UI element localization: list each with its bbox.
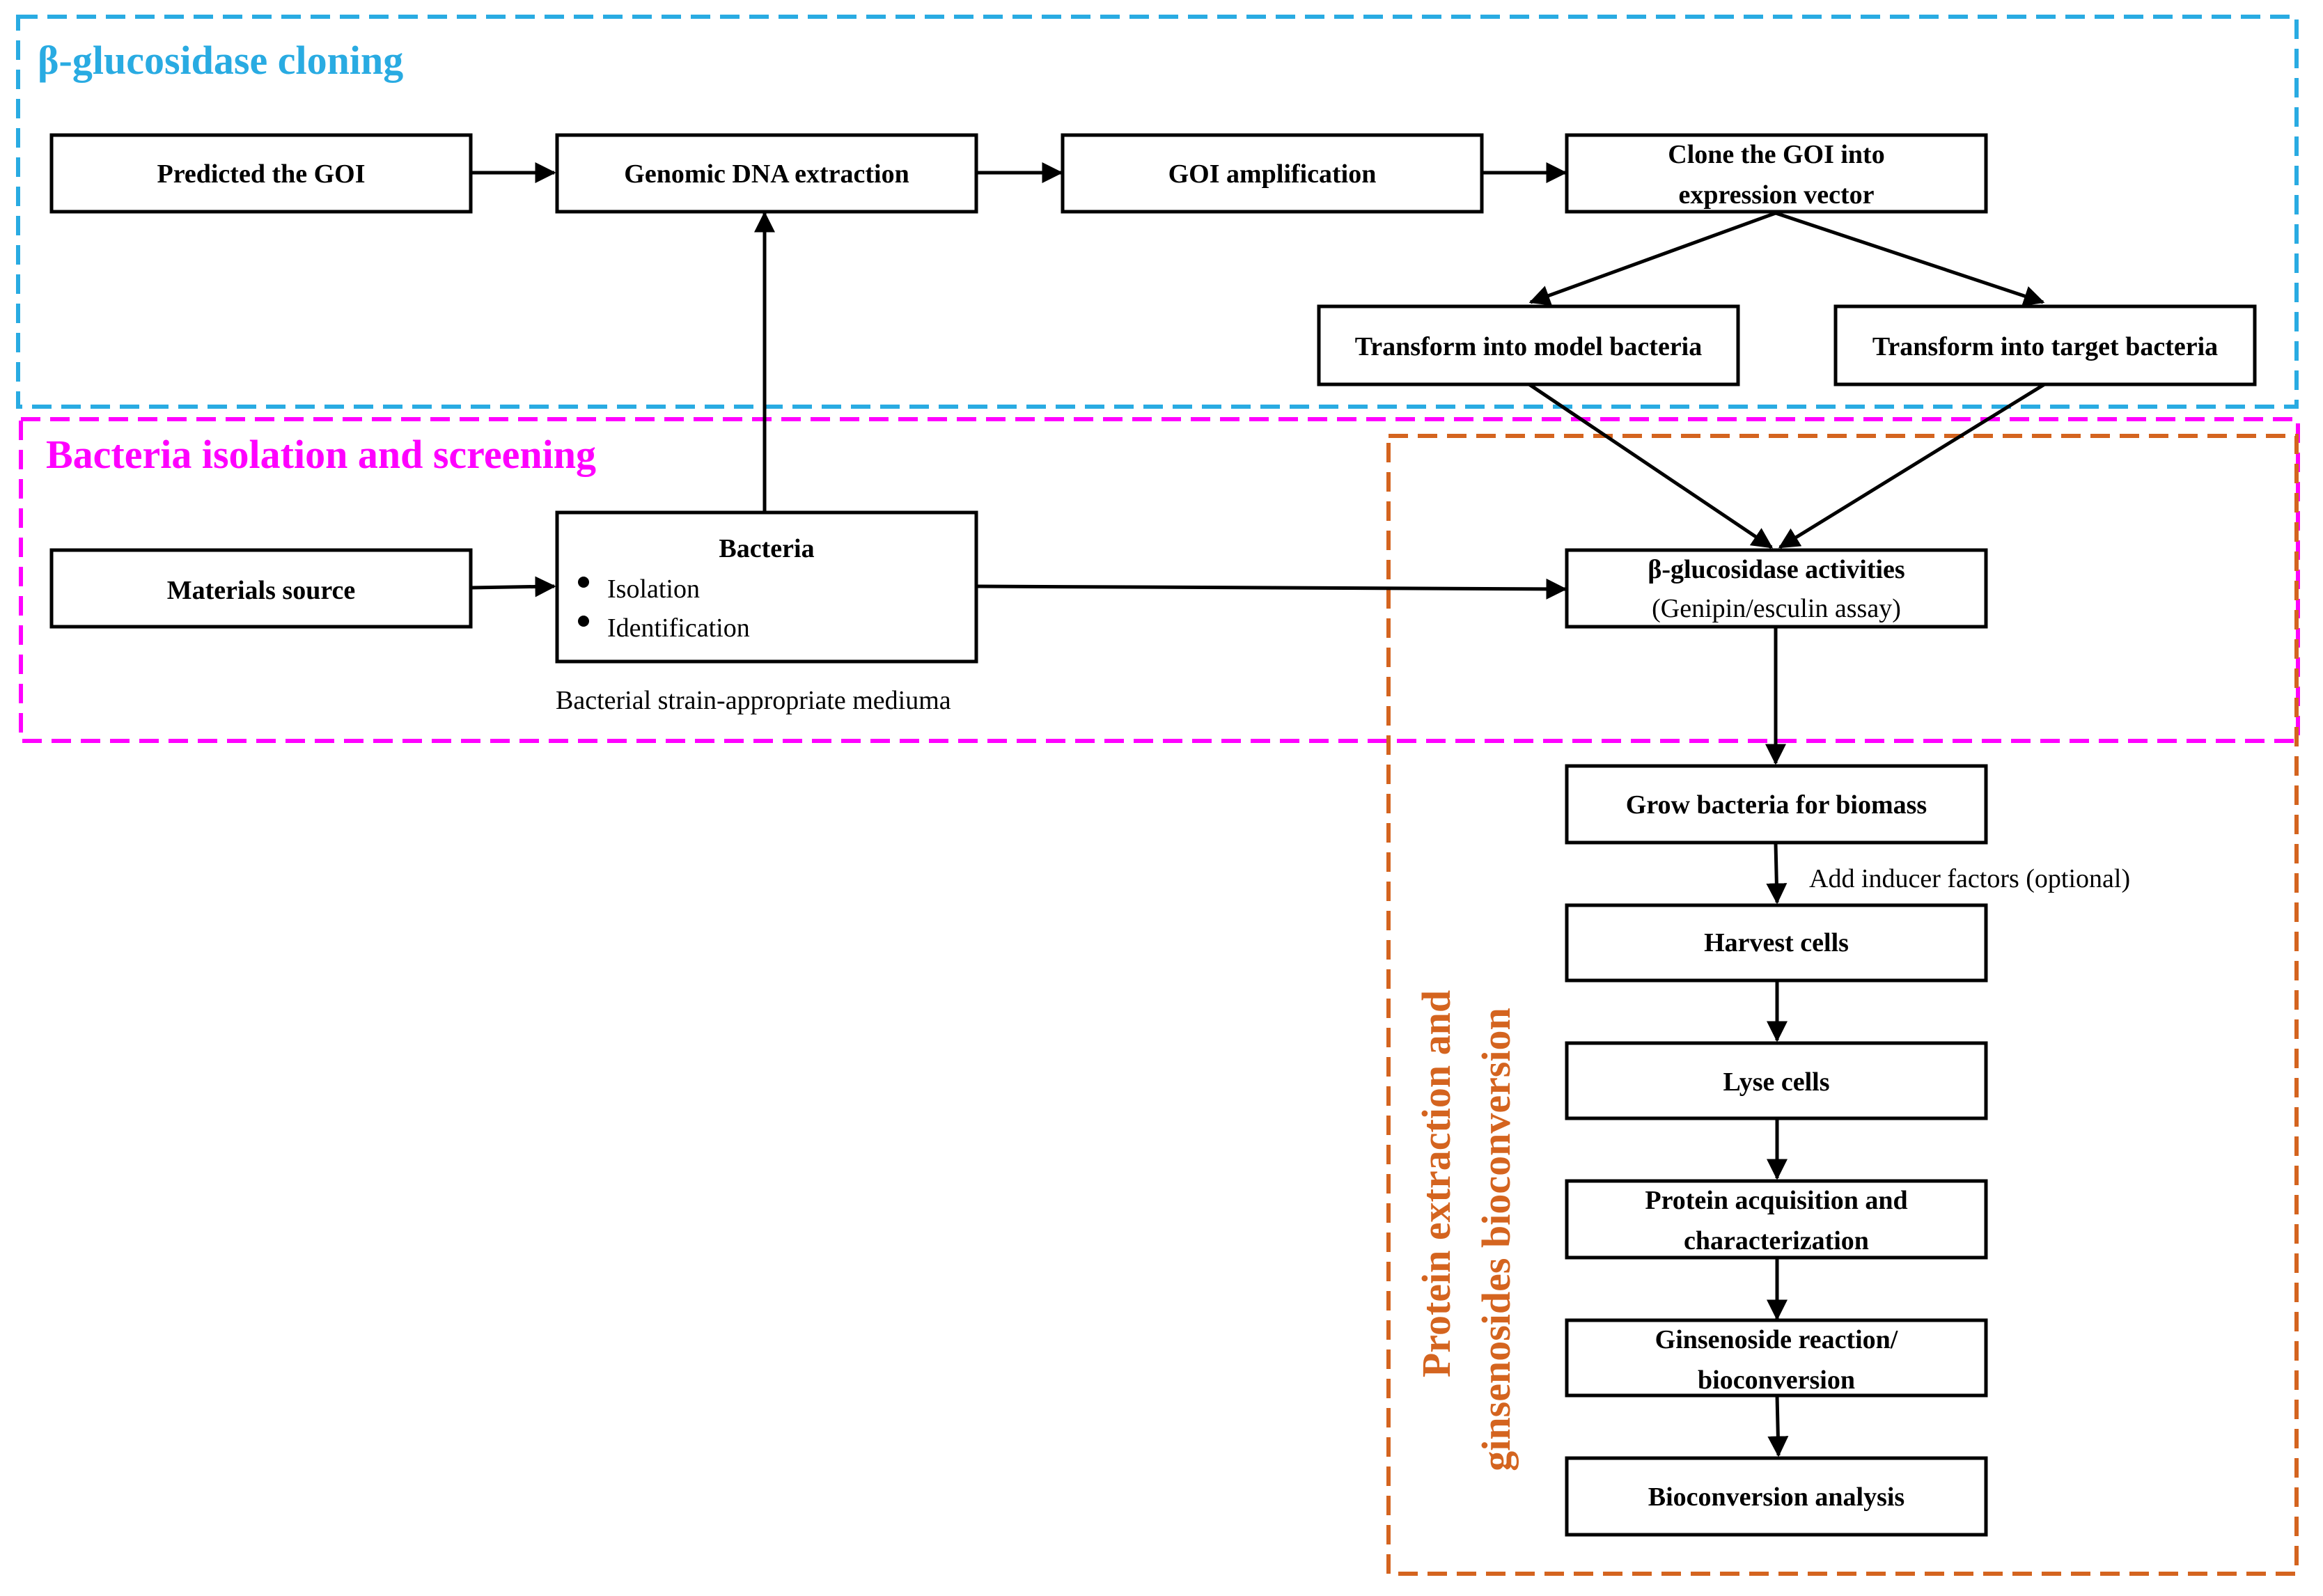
cloning-section-frame bbox=[16, 15, 2299, 409]
svg-text:Identification: Identification bbox=[607, 613, 750, 643]
cloning-section-title: β-glucosidase cloning bbox=[38, 38, 403, 83]
arrow-grow-to-harvest bbox=[1766, 843, 1788, 905]
node-bioconversion-analysis: Bioconversion analysis bbox=[1565, 1456, 1988, 1537]
node-ginsenoside-reaction: Ginsenoside reaction/ bioconversion bbox=[1565, 1318, 1988, 1398]
svg-text:Predicted the GOI: Predicted the GOI bbox=[157, 159, 365, 189]
svg-text:ginsenosides bioconversion: ginsenosides bioconversion bbox=[1473, 1008, 1519, 1471]
isolation-section-frame bbox=[19, 417, 2300, 743]
svg-text:Protein acquisition and: Protein acquisition and bbox=[1645, 1186, 1907, 1215]
svg-text:(Genipin/esculin assay): (Genipin/esculin assay) bbox=[1652, 594, 1901, 623]
svg-text:Clone the GOI into: Clone the GOI into bbox=[1668, 140, 1884, 169]
svg-text:Genomic DNA extraction: Genomic DNA extraction bbox=[624, 159, 909, 189]
medium-annotation: Bacterial strain-appropriate mediuma bbox=[556, 686, 951, 715]
node-materials-source: Materials source bbox=[49, 548, 473, 629]
arrow-bacteria-to-activity bbox=[976, 578, 1567, 600]
node-grow-bacteria: Grow bacteria for biomass bbox=[1565, 764, 1988, 845]
svg-text:GOI amplification: GOI amplification bbox=[1168, 159, 1377, 189]
svg-text:bioconversion: bioconversion bbox=[1698, 1366, 1855, 1395]
protein-section-title-line2: ginsenosides bioconversion bbox=[1473, 1008, 1519, 1471]
protein-section-frame bbox=[1386, 434, 2299, 1576]
arrow-model-to-activity bbox=[1528, 382, 1774, 549]
svg-text:Transform into model bacteria: Transform into model bacteria bbox=[1355, 332, 1703, 361]
arrow-ginsenoside-to-analysis bbox=[1767, 1395, 1789, 1457]
node-bacteria: Bacteria Isolation Identification bbox=[555, 510, 978, 664]
svg-text:Materials source: Materials source bbox=[167, 576, 356, 605]
node-harvest-cells: Harvest cells bbox=[1565, 903, 1988, 983]
svg-text:Transform into target bacteria: Transform into target bacteria bbox=[1872, 332, 2218, 361]
protein-section-title: Protein extraction and bbox=[1414, 990, 1459, 1377]
arrow-target-to-activity bbox=[1778, 382, 2046, 549]
node-transform-model: Transform into model bacteria bbox=[1317, 304, 1740, 386]
isolation-section-title: Bacteria isolation and screening bbox=[46, 432, 596, 477]
svg-text:Harvest cells: Harvest cells bbox=[1704, 928, 1849, 957]
svg-text:Lyse cells: Lyse cells bbox=[1723, 1067, 1829, 1097]
svg-text:β-glucosidase activities: β-glucosidase activities bbox=[1648, 555, 1904, 584]
node-lyse-cells: Lyse cells bbox=[1565, 1041, 1988, 1120]
inducer-annotation: Add inducer factors (optional) bbox=[1809, 864, 2130, 893]
svg-text:Isolation: Isolation bbox=[607, 574, 700, 604]
arrow-materials-to-bacteria bbox=[470, 576, 556, 597]
svg-text:expression vector: expression vector bbox=[1678, 180, 1874, 210]
arrow-clone-to-target bbox=[1775, 211, 2045, 306]
node-protein-acquisition: Protein acquisition and characterization bbox=[1565, 1179, 1988, 1260]
svg-text:Grow bacteria for biomass: Grow bacteria for biomass bbox=[1626, 790, 1927, 820]
svg-text:Bacteria: Bacteria bbox=[719, 534, 814, 563]
node-transform-target: Transform into target bacteria bbox=[1833, 304, 2257, 386]
node-glucosidase-activities: β-glucosidase activities (Genipin/esculi… bbox=[1565, 548, 1988, 629]
node-goi-amplification: GOI amplification bbox=[1061, 133, 1484, 214]
arrow-clone-to-model bbox=[1528, 211, 1776, 306]
bullet-identification bbox=[578, 616, 589, 627]
svg-text:Protein extraction and: Protein extraction and bbox=[1414, 990, 1459, 1377]
svg-text:Ginsenoside reaction/: Ginsenoside reaction/ bbox=[1655, 1325, 1898, 1354]
node-predicted-goi: Predicted the GOI bbox=[49, 133, 473, 214]
node-clone-goi: Clone the GOI into expression vector bbox=[1565, 133, 1988, 214]
node-genomic-dna-extraction: Genomic DNA extraction bbox=[555, 133, 978, 214]
bullet-isolation bbox=[578, 577, 589, 588]
svg-text:Bioconversion analysis: Bioconversion analysis bbox=[1648, 1482, 1904, 1512]
svg-text:characterization: characterization bbox=[1684, 1226, 1869, 1255]
